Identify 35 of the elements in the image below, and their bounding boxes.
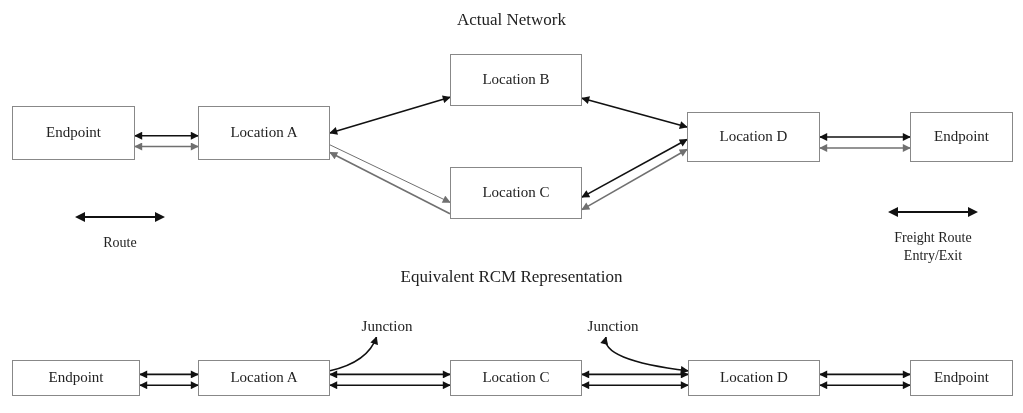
location-box: Location C [450,167,582,219]
location-box: Location B [450,54,582,106]
location-box: Location D [687,112,820,162]
diagram-title: Actual Network [455,10,568,30]
arrow [329,95,451,135]
arrow [329,381,451,390]
location-box: Location C [450,360,582,396]
legend-label: Route [103,234,137,252]
arrow [819,133,911,141]
location-box: Endpoint [12,360,140,396]
arrow [139,370,199,379]
location-box: Endpoint [910,360,1013,396]
arrow [581,381,689,390]
section-heading: Equivalent RCM Representation [399,267,624,287]
arrow [134,131,199,140]
arrow [329,336,378,372]
arrow [581,148,688,211]
location-box: Location D [688,360,820,396]
arrow [581,370,689,379]
arrow [329,144,451,203]
arrow [329,370,451,379]
arrow [601,336,689,374]
arrow [134,142,199,151]
arrow [581,96,688,129]
location-box: Location A [198,106,330,160]
legend-label: Freight Route Entry/Exit [893,229,973,266]
arrow [819,144,911,152]
arrow [581,138,688,198]
arrow [329,151,451,215]
location-box: Endpoint [12,106,135,160]
location-box: Location A [198,360,330,396]
arrow [819,370,911,379]
arrow [819,381,911,390]
location-box: Endpoint [910,112,1013,162]
arrow [139,381,199,390]
